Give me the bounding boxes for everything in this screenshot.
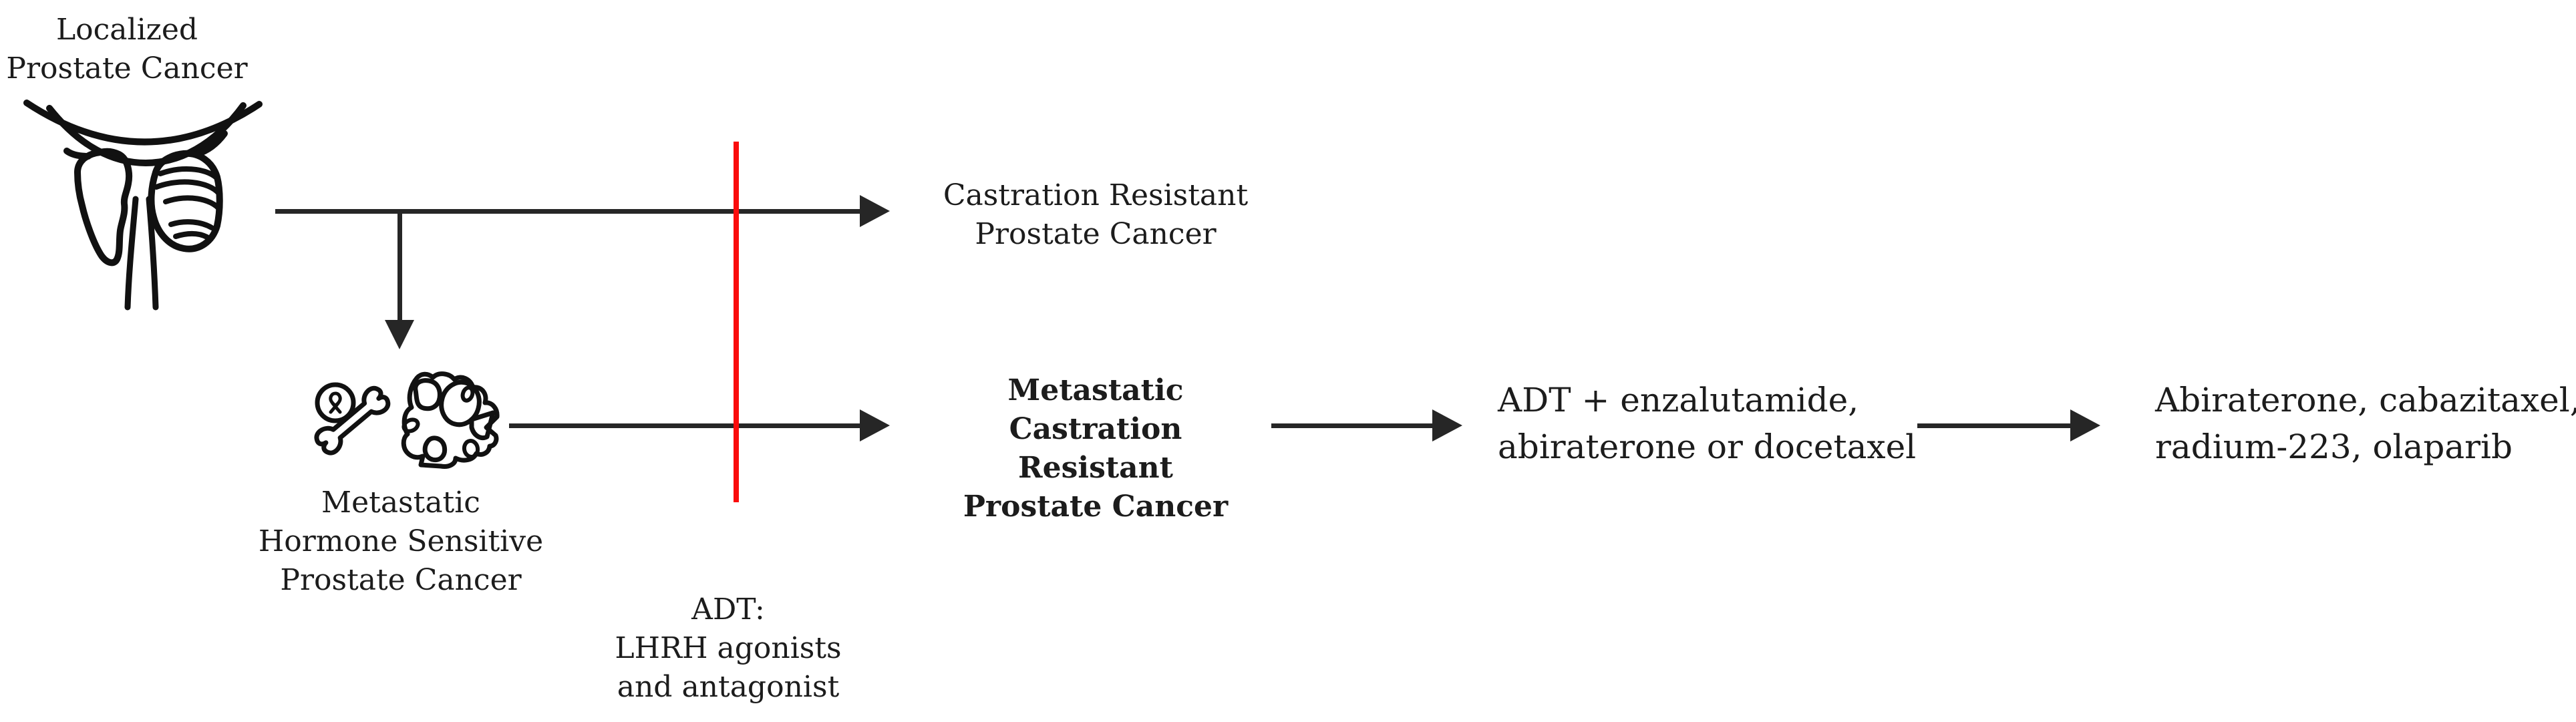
arrow-right-icon — [860, 409, 890, 441]
arrow-right-icon — [1432, 409, 1462, 441]
arrow-mcrpc-to-treatment-line — [1271, 423, 1433, 428]
label-localized-prostate-cancer: Localized Prostate Cancer — [6, 13, 248, 85]
label-metastatic-hormone-sensitive: Metastatic Hormone Sensitive Prostate Ca… — [258, 486, 544, 597]
prostate-organ-icon — [23, 100, 263, 311]
label-later-treatment: Abiraterone, cabazitaxel, radium-223, ol… — [2155, 381, 2576, 466]
arrow-right-icon — [2070, 409, 2100, 441]
arrow-treatment-to-later-line — [1917, 423, 2071, 428]
arrow-down-icon — [385, 320, 414, 349]
adt-timing-marker-line — [734, 142, 739, 502]
bone-metastasis-icon — [314, 371, 500, 469]
label-adt-note: ADT: LHRH agonists and antagonist — [615, 592, 842, 704]
arrow-localized-to-crpc-line — [275, 209, 860, 214]
arrow-localized-to-mhspc-line — [397, 213, 402, 323]
arrow-mhspc-to-mcrpc-line — [509, 423, 860, 428]
label-mcrpc-treatment: ADT + enzalutamide, abiraterone or docet… — [1498, 381, 1917, 466]
arrow-right-icon — [860, 195, 890, 227]
label-metastatic-castration-resistant: Metastatic Castration Resistant Prostate… — [963, 373, 1229, 524]
label-castration-resistant: Castration Resistant Prostate Cancer — [943, 178, 1249, 251]
